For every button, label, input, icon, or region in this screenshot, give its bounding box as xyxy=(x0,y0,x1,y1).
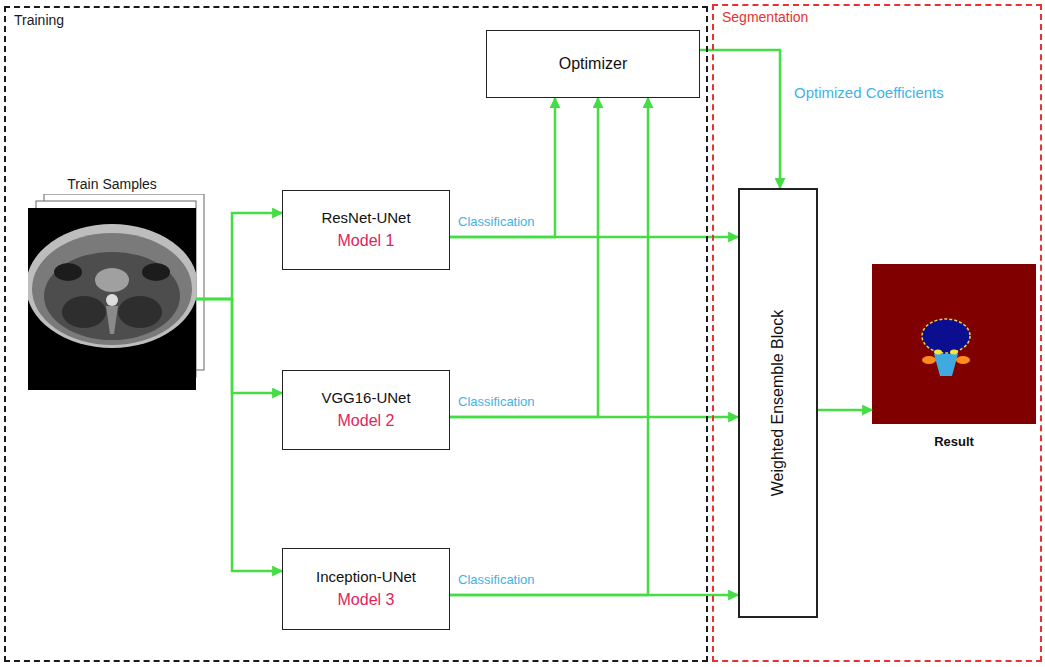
result-facet xyxy=(922,356,936,364)
edge-label: Classification xyxy=(456,572,537,588)
mri-background xyxy=(28,208,196,390)
region-title: Segmentation xyxy=(722,9,1032,26)
edge-label: Classification xyxy=(456,394,537,410)
train-samples-image: Train Samples xyxy=(28,172,196,394)
mri-canal xyxy=(106,294,118,306)
flow-arrow xyxy=(196,299,282,393)
image-caption: Train Samples xyxy=(67,176,157,193)
result-bit xyxy=(950,350,958,355)
flow-arrow xyxy=(818,409,872,412)
flow-arrow xyxy=(196,299,282,571)
mri-organ xyxy=(142,263,170,281)
mri-tissue xyxy=(44,252,180,340)
model-box: Inception-UNetModel 3 xyxy=(282,548,450,630)
model-box: ResNet-UNetModel 1 xyxy=(282,190,450,270)
image-caption: Result xyxy=(934,434,974,450)
segmentation-result-image xyxy=(872,264,1036,424)
training-region: TrainingTrain SamplesResNet-UNetModel 1 V… xyxy=(4,6,708,662)
mri-organ xyxy=(54,263,82,281)
result-canal xyxy=(934,354,958,376)
result-bit xyxy=(934,350,942,355)
region-title: Training xyxy=(14,12,698,29)
mri-muscle xyxy=(62,296,106,328)
mri-process xyxy=(106,306,118,334)
model-number: Model 2 xyxy=(338,411,395,430)
flow-arrow xyxy=(450,98,648,595)
optimizer-box: Optimizer xyxy=(486,30,700,98)
mri-body xyxy=(32,233,192,345)
result-facet xyxy=(956,356,970,364)
mri-skin xyxy=(28,224,196,348)
model-number: Model 3 xyxy=(338,590,395,609)
mri-slice xyxy=(28,224,196,348)
model-name: ResNet-UNet xyxy=(321,209,410,227)
flow-arrow xyxy=(196,213,282,299)
flow-arrow xyxy=(450,98,555,237)
edge-label: Optimized Coefficients xyxy=(792,84,946,102)
edge-label: Classification xyxy=(456,214,537,230)
result-image: Result xyxy=(872,264,1036,454)
mri-vertebra xyxy=(95,268,129,292)
result-disc xyxy=(922,319,970,353)
ensemble-label: Weighted Ensemble Block xyxy=(768,310,787,496)
model-box: VGG16-UNetModel 2 xyxy=(282,370,450,450)
mri-stack-image xyxy=(28,194,208,394)
segmentation-region: SegmentationWeighted Ensemble BlockResul… xyxy=(712,4,1042,662)
model-name: Inception-UNet xyxy=(316,568,416,586)
mri-muscle xyxy=(118,296,162,328)
result-background xyxy=(872,264,1036,424)
optimizer-label: Optimizer xyxy=(559,54,627,73)
model-name: VGG16-UNet xyxy=(321,389,410,407)
flow-arrow xyxy=(450,98,598,417)
model-number: Model 1 xyxy=(338,231,395,250)
ensemble-block: Weighted Ensemble Block xyxy=(738,188,818,618)
